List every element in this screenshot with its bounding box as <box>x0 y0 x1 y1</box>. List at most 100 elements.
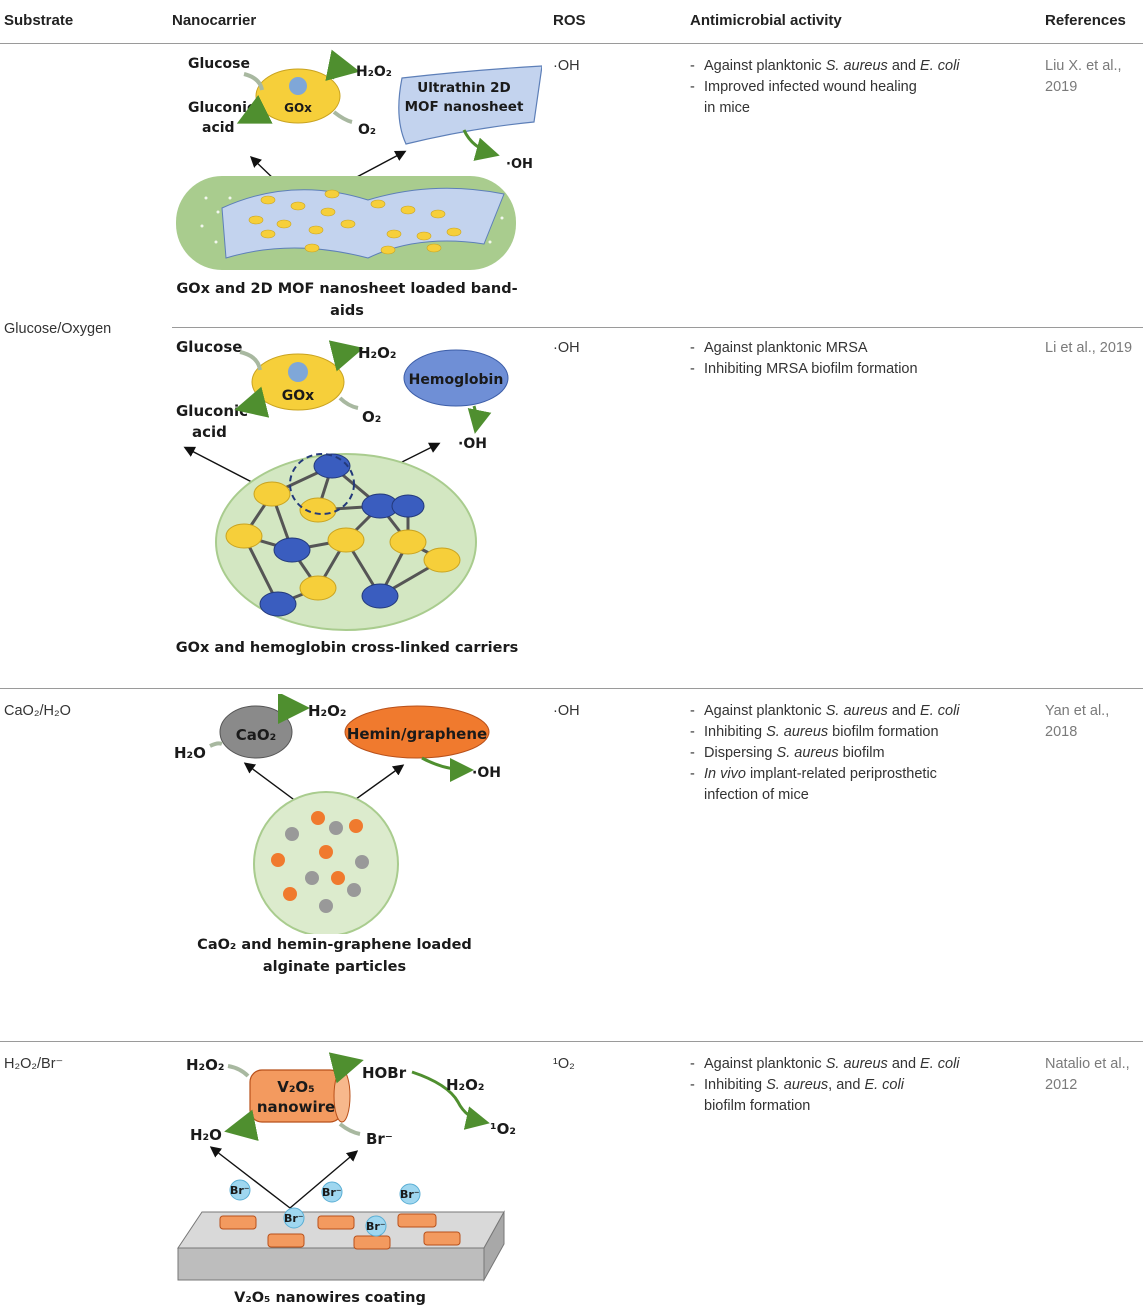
pointer-arrow <box>289 1150 359 1209</box>
reference-row3: Yan et al., 2018 <box>1045 703 1110 740</box>
br-in-arrow <box>338 1122 361 1136</box>
substrate-h2o2-br: H₂O₂/Br⁻ <box>4 1056 64 1072</box>
substrate-arrow <box>239 350 262 371</box>
figure-gox-mof-bandaid: GOx Glucose Gluconic acid H₂O₂ O₂ Ultrat… <box>176 49 542 270</box>
h2o2-in-arrow <box>227 1064 250 1078</box>
br-ion-label: Br⁻ <box>366 1220 386 1233</box>
o2-label: O₂ <box>358 122 376 138</box>
h2o-out-arrow <box>224 1109 259 1141</box>
o2-arrow <box>332 110 353 124</box>
activity-item: Against planktonic S. aureus and E. coli <box>690 701 990 722</box>
product-arrow <box>234 386 270 418</box>
hemin-ellipse <box>344 705 490 759</box>
acid-label: acid <box>202 120 235 136</box>
header-nanocarrier: Nanocarrier <box>172 12 257 29</box>
singlet-arrow <box>411 1070 490 1130</box>
h2o2-arrow <box>328 340 364 372</box>
header-rule <box>0 43 1143 44</box>
bromide-ions <box>229 1179 421 1237</box>
h2o2-label: H₂O₂ <box>308 702 346 720</box>
cao2-ellipse <box>219 705 293 759</box>
activity-item: Dispersing S. aureus biofilm <box>690 743 990 764</box>
header-substrate: Substrate <box>4 12 74 29</box>
caption-row2: GOx and hemoglobin cross-linked carriers <box>175 640 519 656</box>
oh-arrow <box>467 405 492 434</box>
h2o-label: H₂O <box>190 1126 222 1144</box>
o2-arrow <box>338 396 359 410</box>
enzyme-icon <box>289 77 307 95</box>
h2o2b-label: H₂O₂ <box>446 1076 484 1094</box>
gluconic-label: Gluconic <box>176 402 248 420</box>
hemoglobin-label: Hemoglobin <box>409 372 504 388</box>
mof-nanosheet <box>398 65 542 145</box>
header-activity: Antimicrobial activity <box>690 12 842 29</box>
pointer-arrow <box>209 1146 291 1209</box>
singlet-label: ¹O₂ <box>490 1120 516 1138</box>
oh-label: ·OH <box>458 436 487 452</box>
row-divider <box>172 327 1143 328</box>
activity-row4: Against planktonic S. aureus and E. coli… <box>690 1054 990 1117</box>
activity-item: Inhibiting MRSA biofilm formation <box>690 359 990 380</box>
br-label: Br⁻ <box>366 1130 393 1148</box>
reference-row4: Natalio et al., 2012 <box>1045 1056 1130 1093</box>
ros-row1: ·OH <box>553 58 580 74</box>
highlight-circle <box>289 453 355 515</box>
substrate-glucose-oxygen: Glucose/Oxygen <box>4 321 112 337</box>
figure-gox-hemoglobin: GOx Glucose Gluconic acid H₂O₂ O₂ Hemogl… <box>176 338 509 631</box>
caption-row4: V₂O₅ nanowires coating <box>234 1290 426 1306</box>
o2-label: O₂ <box>362 408 381 426</box>
h2o2-arrow <box>325 49 360 81</box>
h2o2-label: H₂O₂ <box>186 1056 224 1074</box>
nanowire-label: nanowire <box>257 1098 335 1116</box>
ros-row4: ¹O₂ <box>553 1056 575 1072</box>
gox-label: GOx <box>284 101 312 115</box>
header-references: References <box>1045 12 1126 29</box>
sheet-line2: MOF nanosheet <box>405 99 524 115</box>
br-ion-label: Br⁻ <box>322 1186 342 1199</box>
activity-item: Against planktonic MRSA <box>690 338 990 359</box>
h2o2-arrow <box>277 694 310 725</box>
header-ros: ROS <box>553 12 586 29</box>
cao2-label: CaO₂ <box>236 726 276 744</box>
br-ion-label: Br⁻ <box>284 1212 304 1225</box>
activity-row2: Against planktonic MRSA Inhibiting MRSA … <box>690 338 990 380</box>
activity-item: In vivo implant-related periprostheticin… <box>690 764 990 806</box>
reference-row1: Liu X. et al., 2019 <box>1045 58 1122 95</box>
h2o-arrow <box>209 741 223 748</box>
caption-row3: CaO₂ and hemin-graphene loaded alginate … <box>172 934 497 978</box>
hemin-label: Hemin/graphene <box>347 725 487 743</box>
acid-label: acid <box>192 423 227 441</box>
glucose-label: Glucose <box>188 56 250 72</box>
caption-line1: CaO₂ and hemin-graphene loaded <box>197 937 472 953</box>
br-ion-label: Br⁻ <box>400 1188 420 1201</box>
product-arrow <box>236 94 273 124</box>
oh-arrow <box>462 129 500 161</box>
enzyme-icon <box>288 362 308 382</box>
particle-contents <box>271 811 369 913</box>
slab-side <box>483 1210 505 1282</box>
gox-dots <box>248 189 462 255</box>
oh-label: ·OH <box>472 765 501 781</box>
activity-row3: Against planktonic S. aureus and E. coli… <box>690 701 990 806</box>
slab-front <box>177 1247 485 1281</box>
coating-nanowires <box>219 1213 461 1250</box>
hemoglobin-ellipse <box>403 349 509 407</box>
glucose-label: Glucose <box>176 338 242 356</box>
activity-item: Against planktonic S. aureus and E. coli <box>690 56 990 77</box>
v2o5-label: V₂O₅ <box>277 1078 315 1096</box>
caption-line2: alginate particles <box>262 959 407 975</box>
oh-label: ·OH <box>506 157 533 172</box>
caption-row1: GOx and 2D MOF nanosheet loaded band-aid… <box>176 281 518 319</box>
gluconic-label: Gluconic <box>188 100 255 116</box>
activity-item: Inhibiting S. aureus, and E. colibiofilm… <box>690 1075 990 1117</box>
activity-item: Against planktonic S. aureus and E. coli <box>690 1054 990 1075</box>
hobr-label: HOBr <box>362 1064 407 1082</box>
h2o2-label: H₂O₂ <box>356 64 392 80</box>
row-divider <box>0 1041 1143 1042</box>
carrier-nodes <box>225 453 461 617</box>
figure-cao2-hemin: CaO₂ H₂O H₂O₂ Hemin/graphene ·OH <box>174 694 501 934</box>
hobr-arrow <box>328 1052 364 1084</box>
row-divider <box>0 688 1143 689</box>
figure-v2o5-nanowires: H₂O₂ V₂O₅ nanowire H₂O HOBr Br⁻ H₂O₂ ¹O₂… <box>177 1052 516 1282</box>
